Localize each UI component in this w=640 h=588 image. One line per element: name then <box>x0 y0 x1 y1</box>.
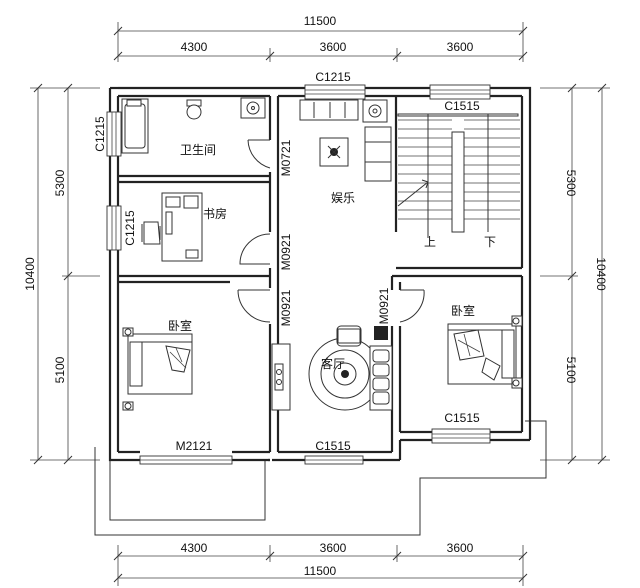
label-window-study: C1215 <box>123 210 137 246</box>
dim-right-seg-1: 5300 <box>564 170 578 197</box>
room-label-living: 客厅 <box>321 356 345 371</box>
label-window-stair: C1515 <box>444 99 480 113</box>
dim-top-seg-3: 3600 <box>447 40 474 54</box>
sofa-right <box>364 126 392 182</box>
door-bed-right-swing <box>399 289 425 323</box>
tv-cabinet-left <box>271 343 291 411</box>
bottom-dimensions: 4300 3600 3600 11500 <box>113 541 528 586</box>
dim-top-seg-2: 3600 <box>320 40 347 54</box>
washbasin <box>240 97 266 119</box>
entertainment-furniture <box>299 99 392 182</box>
dim-bottom-total: 11500 <box>304 564 337 578</box>
right-dimensions: 5300 5100 10400 <box>540 83 610 465</box>
toilet <box>186 99 202 107</box>
window-bath <box>106 111 122 157</box>
side-table <box>362 99 388 123</box>
dim-left-seg-1: 5300 <box>53 169 67 196</box>
label-window-bath: C1215 <box>93 116 107 152</box>
office-chair <box>143 221 161 245</box>
label-window-living: C1515 <box>315 439 351 453</box>
room-label-bathroom: 卫生间 <box>180 143 216 157</box>
dim-bottom-seg-2: 3600 <box>320 541 347 555</box>
window-bed-right <box>431 428 491 444</box>
dim-left-seg-2: 5100 <box>53 356 67 383</box>
window-study <box>106 205 122 251</box>
study-furniture <box>141 192 203 262</box>
label-window-bed-right: C1515 <box>444 411 480 425</box>
dim-right-seg-2: 5100 <box>564 357 578 384</box>
window-stair <box>429 84 491 100</box>
stair-down-label: 下 <box>484 235 496 249</box>
label-door-bed-right: M0921 <box>377 287 391 324</box>
top-dimensions: 11500 4300 3600 3600 <box>113 14 528 62</box>
room-label-bedroom-left: 卧室 <box>168 318 192 333</box>
staircase: 上 下 <box>397 113 520 249</box>
label-door-balcony: M2121 <box>176 439 213 453</box>
stair-up-label: 上 <box>424 235 436 249</box>
label-door-study: M0921 <box>279 233 293 270</box>
dim-bottom-seg-3: 3600 <box>447 541 474 555</box>
label-window-top: C1215 <box>315 70 351 84</box>
left-dimensions: 10400 5300 5100 <box>23 83 100 465</box>
doors <box>237 139 425 323</box>
dim-bottom-seg-1: 4300 <box>181 541 208 555</box>
terrace-outline <box>94 420 547 536</box>
room-labels: 卫生间 书房 娱乐 卧室 卧室 客厅 <box>168 143 475 371</box>
bed-left <box>127 333 193 395</box>
dim-top-total: 11500 <box>304 14 337 28</box>
label-door-bed-left: M0921 <box>279 289 293 326</box>
dim-right-total: 10400 <box>594 257 608 291</box>
bedroom-left-furniture <box>122 327 291 411</box>
window-top <box>304 84 366 100</box>
balcony-outline <box>109 460 266 521</box>
door-study-swing <box>239 233 271 265</box>
element-codes: C1215 C1515 C1215 C1215 M0721 M0921 M092… <box>93 70 480 453</box>
windows <box>106 84 491 465</box>
desk <box>161 192 203 262</box>
sofa-top <box>299 99 359 121</box>
room-label-entertainment: 娱乐 <box>331 191 355 205</box>
door-bed-left-swing <box>237 289 271 323</box>
bedroom-right-furniture <box>447 315 523 389</box>
label-door-bath: M0721 <box>279 139 293 176</box>
dim-left-total: 10400 <box>23 257 37 291</box>
room-label-study: 书房 <box>203 206 227 221</box>
dim-top-seg-1: 4300 <box>181 40 208 54</box>
bed-right <box>447 323 517 385</box>
door-bath-swing <box>247 139 271 169</box>
living-furniture <box>308 325 393 411</box>
bathroom-fixtures <box>121 97 266 154</box>
room-label-bedroom-right: 卧室 <box>451 303 475 318</box>
bathtub <box>121 98 149 154</box>
